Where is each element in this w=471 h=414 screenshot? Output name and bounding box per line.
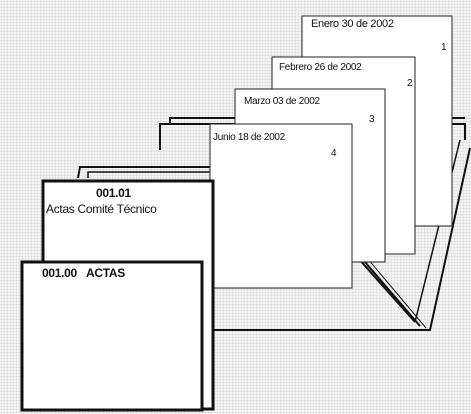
folder-connector	[207, 147, 471, 331]
folder-subseries-code: 001.01	[96, 186, 131, 200]
meeting-sheet-2-number: 2	[407, 78, 413, 89]
meeting-sheet-4	[209, 123, 353, 289]
meeting-sheet-3-date: Marzo 03 de 2002	[244, 96, 320, 107]
folder-subseries-title: Actas Comité Técnico	[46, 202, 157, 216]
folder-series-title: ACTAS	[86, 266, 125, 280]
folder-series-code: 001.00	[42, 266, 77, 280]
meeting-sheet-3-number: 3	[369, 114, 375, 125]
meeting-sheet-4-date: Junio 18 de 2002	[213, 132, 285, 143]
meeting-sheet-4-number: 4	[331, 148, 337, 159]
meeting-sheet-1-number: 1	[441, 42, 447, 53]
folder-series	[20, 260, 204, 412]
meeting-sheet-2-date: Febrero 26 de 2002	[279, 62, 362, 73]
meeting-sheet-1-date: Enero 30 de 2002	[311, 18, 394, 30]
